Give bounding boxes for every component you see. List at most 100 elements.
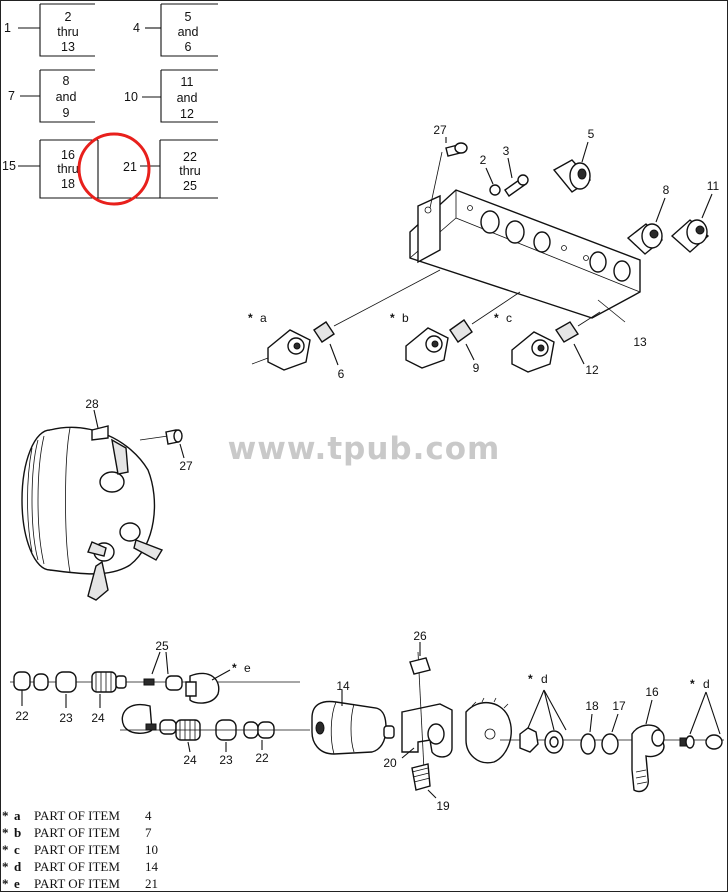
plug-8 (626, 197, 666, 255)
callout-22: 22 (255, 751, 269, 765)
legend-item: 21 (145, 876, 158, 891)
callout-14: 14 (336, 679, 350, 693)
legend-text: PART OF ITEM (34, 842, 120, 857)
legend-mark: * (2, 808, 9, 823)
index-text: 22 (183, 150, 197, 164)
callout-d: d (541, 672, 548, 686)
legend-text: PART OF ITEM (34, 808, 120, 823)
index-ref-1: 1 (4, 21, 11, 35)
index-box-b4: 10 11 and 12 (124, 69, 218, 123)
index-box-b2: 4 5 and 6 (133, 3, 218, 57)
index-text: thru (179, 164, 201, 178)
callout-star: * (390, 311, 395, 325)
legend-letter: d (14, 859, 22, 874)
index-text: 12 (180, 107, 194, 121)
legend-row: * b PART OF ITEM 7 (2, 825, 152, 840)
index-text: 16 (61, 148, 75, 162)
index-text: 11 (181, 75, 194, 89)
callout-star: * (690, 677, 695, 691)
plug-11 (670, 193, 713, 253)
callout-star: * (248, 311, 253, 325)
red-highlight-circle (77, 132, 151, 206)
callout-star: * (494, 311, 499, 325)
callout-23: 23 (59, 711, 73, 725)
cam-plate (465, 697, 512, 764)
callout-c: c (506, 311, 512, 325)
callout-8: 8 (663, 183, 670, 197)
callout-star: * (232, 661, 237, 675)
switch-body-14 (311, 690, 395, 755)
index-text: thru (57, 162, 79, 176)
callout-5: 5 (588, 127, 595, 141)
callout-3: 3 (503, 144, 510, 158)
callout-24: 24 (183, 753, 197, 767)
callout-a: a (260, 311, 267, 325)
socket-b (405, 291, 521, 369)
callout-27-switch: 27 (179, 459, 193, 473)
callout-26: 26 (413, 629, 427, 643)
socket-c (511, 311, 601, 373)
index-ref-7: 7 (8, 89, 15, 103)
callout-28: 28 (85, 397, 99, 411)
watermark: www.tpub.com (228, 431, 501, 467)
index-text: 18 (61, 177, 75, 191)
callout-18: 18 (585, 699, 599, 713)
legend-mark: * (2, 859, 9, 874)
screw-27-top (429, 137, 468, 209)
index-box-b3: 7 8 and 9 (8, 69, 95, 123)
callout-24: 24 (91, 711, 105, 725)
index-text: 21 (123, 160, 137, 174)
legend-item: 4 (145, 808, 152, 823)
index-text: 13 (61, 40, 75, 54)
legend-item: 10 (145, 842, 158, 857)
callout-2: 2 (480, 153, 487, 167)
index-text: 6 (185, 40, 192, 54)
socket-a (251, 269, 441, 371)
index-box-b5-b6-b7: 15 16 thru 18 21 22 thru 25 (2, 139, 218, 199)
legend-item: 14 (145, 859, 159, 874)
legend-mark: * (2, 876, 9, 891)
washer-2 (485, 167, 501, 196)
legend-letter: b (14, 825, 21, 840)
callout-11: 11 (707, 179, 720, 193)
legend-mark: * (2, 825, 9, 840)
index-text: 2 (65, 10, 72, 24)
legend: * a PART OF ITEM 4 * b PART OF ITEM 7 * … (2, 808, 159, 891)
connector-housing-13 (409, 189, 641, 323)
callout-17: 17 (612, 699, 626, 713)
switch-assembly-28 (21, 409, 185, 601)
bracket-20 (401, 642, 453, 799)
legend-row: * a PART OF ITEM 4 (2, 808, 152, 823)
switch-parts-right (500, 689, 724, 793)
callout-b: b (402, 311, 409, 325)
legend-text: PART OF ITEM (34, 825, 120, 840)
legend-text: PART OF ITEM (34, 876, 120, 891)
index-text: and (178, 25, 199, 39)
index-text: and (177, 91, 198, 105)
callout-9: 9 (473, 361, 480, 375)
callout-23: 23 (219, 753, 233, 767)
index-text: and (56, 90, 77, 104)
legend-row: * e PART OF ITEM 21 (2, 876, 158, 891)
plug-5 (552, 141, 592, 193)
legend-row: * d PART OF ITEM 14 (2, 859, 159, 874)
callout-20: 20 (383, 756, 397, 770)
callout-6: 6 (338, 367, 345, 381)
index-ref-4: 4 (133, 21, 140, 35)
index-box-b1: 1 2 thru 13 (4, 3, 95, 57)
callout-19: 19 (436, 799, 450, 813)
callout-e: e (244, 661, 251, 675)
index-ref-15: 15 (2, 159, 16, 173)
index-text: thru (57, 25, 79, 39)
legend-letter: e (14, 876, 20, 891)
callout-12: 12 (585, 363, 599, 377)
index-text: 25 (183, 179, 197, 193)
legend-text: PART OF ITEM (34, 859, 120, 874)
legend-letter: a (14, 808, 21, 823)
legend-item: 7 (145, 825, 152, 840)
callout-star: * (528, 672, 533, 686)
screw-3 (504, 157, 529, 197)
callout-d: d (703, 677, 710, 691)
